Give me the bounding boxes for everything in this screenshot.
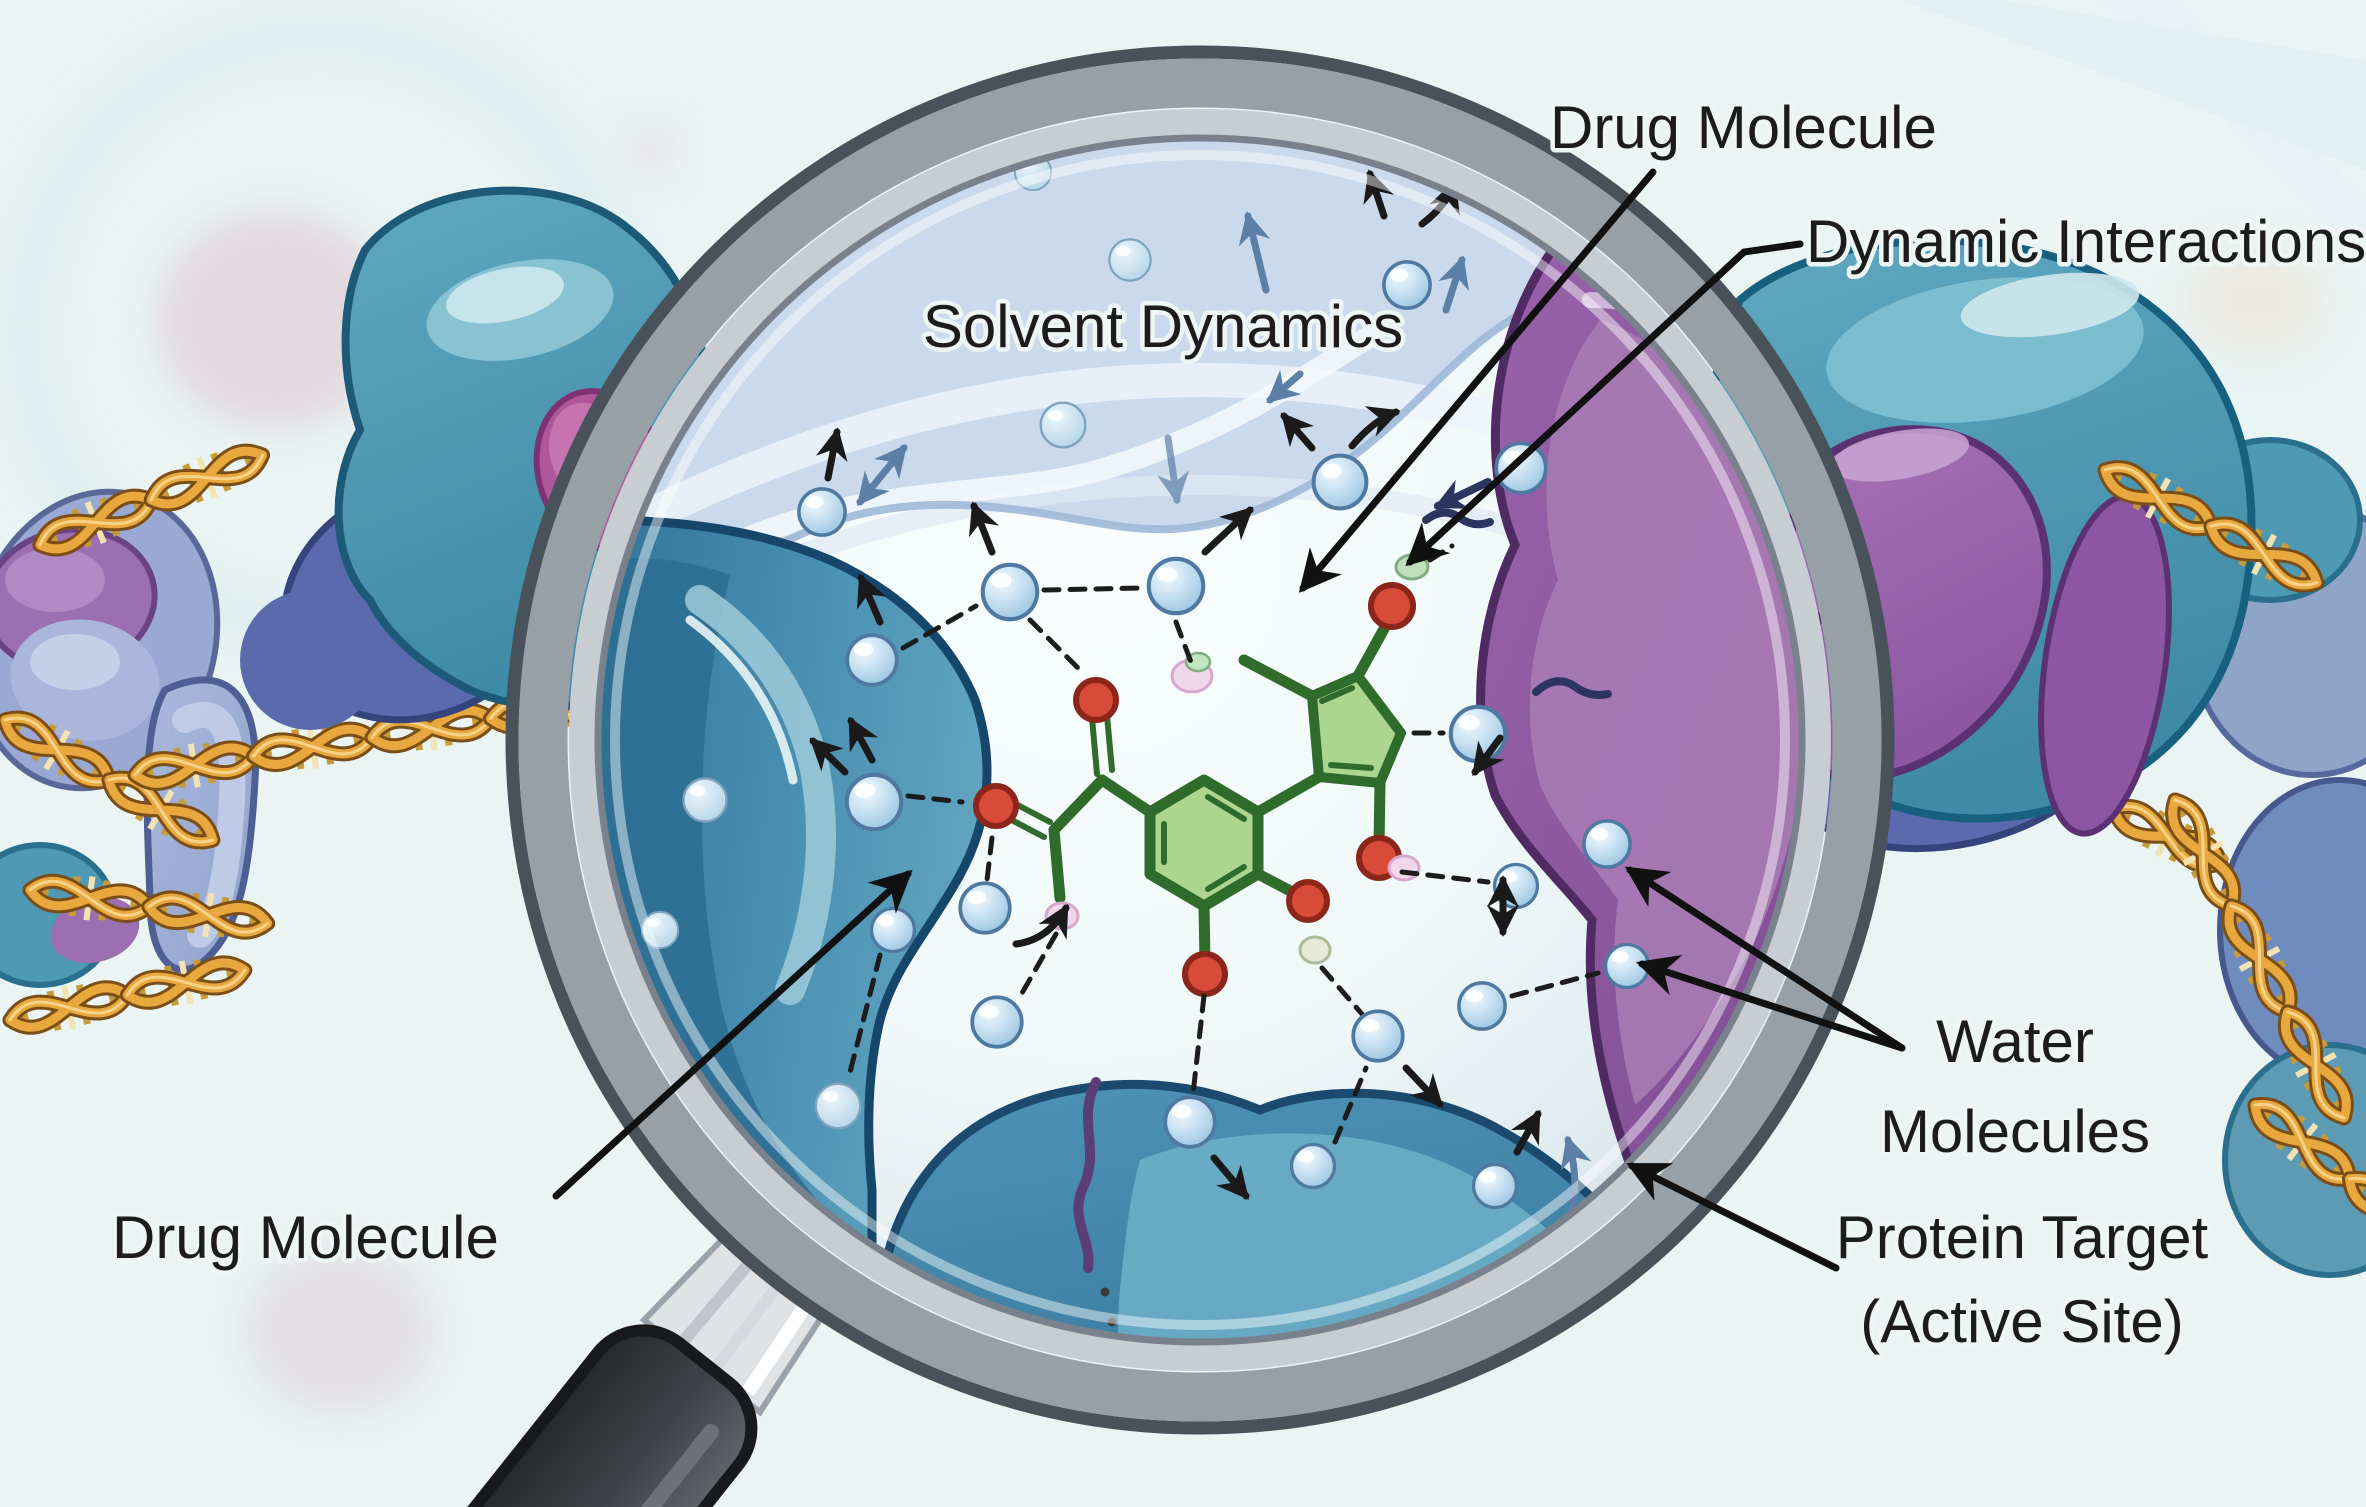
- oxygen-atom: [973, 783, 1019, 829]
- leader-protein-target: [1626, 1162, 1840, 1272]
- label-water-molecules-line1: Water: [1936, 1008, 2094, 1075]
- cyclopentene-ring: [1307, 671, 1406, 788]
- oxygen-atom: [1073, 677, 1119, 723]
- water-molecule: [797, 487, 847, 537]
- drug-molecule: [973, 553, 1430, 997]
- leader-water-molecules-2: [1636, 954, 1906, 1052]
- water-molecule: [1311, 453, 1369, 511]
- label-protein-target-line2: (Active Site): [1860, 1288, 2183, 1355]
- oxygen-atom: [1368, 582, 1416, 630]
- label-water-molecules-line2: Molecules: [1880, 1098, 2150, 1165]
- label-dynamic-interactions: Dynamic Interactions: [1806, 208, 2366, 275]
- annotation-leaders: [552, 168, 1906, 1272]
- water-molecule: [1471, 1162, 1519, 1210]
- water-molecule: [869, 906, 917, 954]
- label-solvent-dynamics: Solvent Dynamics: [923, 293, 1403, 360]
- handle-grip: [302, 1324, 758, 1507]
- leader-dynamic-interactions: [1405, 240, 1804, 567]
- background-cells: [0, 0, 2366, 1415]
- label-protein-target-line1: Protein Target: [1836, 1204, 2209, 1271]
- water-molecule: [983, 565, 1037, 619]
- water-molecule: [970, 995, 1024, 1049]
- water-molecule: [845, 633, 899, 687]
- water-molecule: [1289, 1142, 1337, 1190]
- leader-drug-molecule-top: [1298, 168, 1657, 593]
- water-molecule: [1351, 1009, 1405, 1063]
- label-drug-molecule-top: Drug Molecule: [1550, 94, 1937, 161]
- oxygen-atom: [1182, 951, 1228, 997]
- label-drug-molecule-left: Drug Molecule: [112, 1204, 499, 1271]
- left-protein-dna-complex: [0, 435, 613, 1042]
- magnifier-ring: [505, 45, 1895, 1435]
- solvent-arrows: [856, 211, 1592, 1256]
- hydrogen-bond-dashes: [845, 543, 1601, 1145]
- oxygen-atom: [1286, 879, 1330, 923]
- water-molecule: [1451, 707, 1505, 761]
- annotation-labels: Solvent Dynamics Drug Molecule Dynamic I…: [108, 90, 2366, 1360]
- water-molecule: [1494, 441, 1548, 495]
- magnifier-lens-interior: [600, 140, 1800, 1340]
- water-molecule: [958, 881, 1012, 935]
- water-molecule: [1582, 819, 1632, 869]
- water-molecule: [847, 775, 901, 829]
- motion-arrows: [809, 169, 1542, 1200]
- sidechain-squiggles: [1073, 478, 1612, 1327]
- water-molecule: [1163, 1095, 1217, 1149]
- water-molecule: [1457, 981, 1507, 1031]
- water-molecule: [1149, 559, 1203, 613]
- leader-drug-molecule-left: [552, 869, 913, 1200]
- leader-water-molecules-1: [1624, 866, 1906, 1052]
